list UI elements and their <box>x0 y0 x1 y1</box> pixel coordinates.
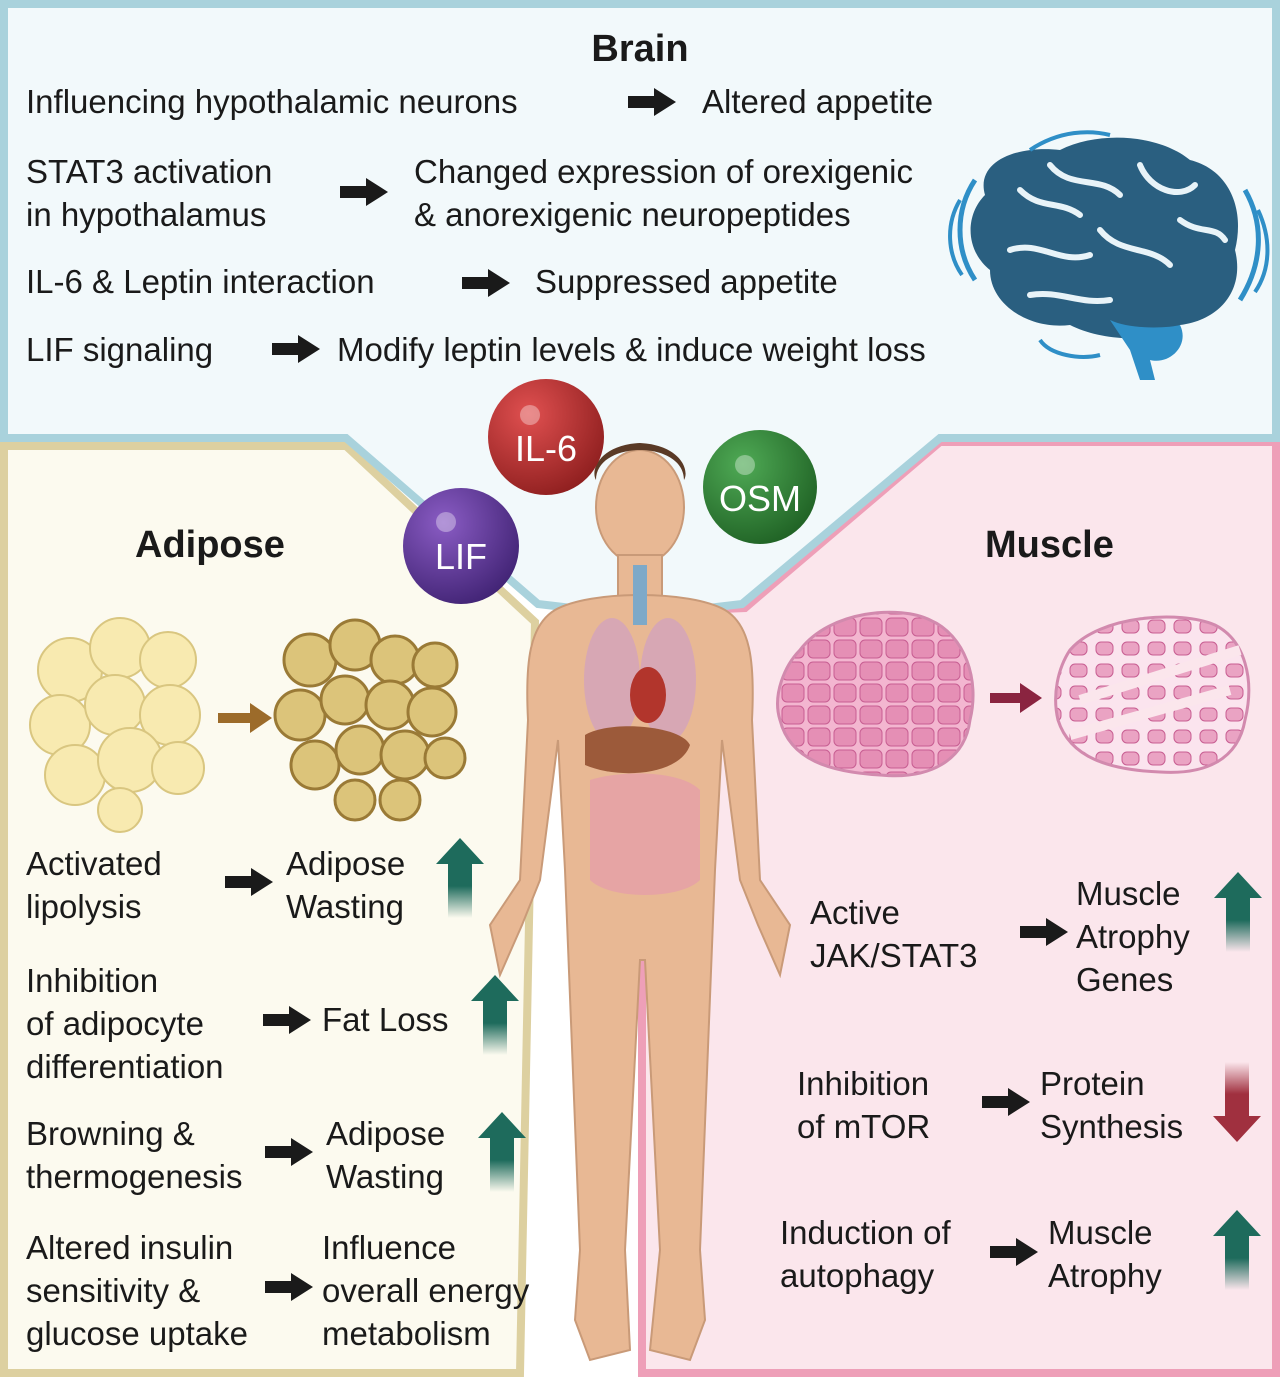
muscle-cause-3: Induction of autophagy <box>780 1214 951 1294</box>
adipose-cause-2: Inhibition of adipocyte differentiation <box>26 962 224 1085</box>
brain-cause-1: Influencing hypothalamic neurons <box>26 83 518 120</box>
adipose-cause-4: Altered insulin sensitivity & glucose up… <box>26 1229 248 1352</box>
adipose-arrow-1 <box>225 868 273 896</box>
lif-sphere <box>403 488 519 604</box>
brain-icon <box>948 130 1270 380</box>
osm-sphere <box>703 430 817 544</box>
muscle-arrow-3 <box>990 1238 1038 1266</box>
osm-label: OSM <box>718 478 801 519</box>
il6-sphere <box>488 379 604 495</box>
muscle-arrow-1 <box>1020 918 1068 946</box>
adipose-title: Adipose <box>135 524 285 566</box>
healthy-adipocytes <box>29 617 205 833</box>
muscle-title: Muscle <box>985 524 1114 566</box>
muscle-effect-3: Muscle Atrophy <box>1048 1214 1162 1294</box>
brain-arrow-2 <box>340 178 388 206</box>
healthy-muscle <box>776 610 975 778</box>
il6-label: IL-6 <box>514 428 578 469</box>
brain-effect-4: Modify leptin levels & induce weight los… <box>337 331 926 368</box>
adipose-arrow-4 <box>265 1273 313 1301</box>
muscle-effect-1: Muscle Atrophy Genes <box>1076 875 1190 998</box>
muscle-transition-arrow <box>990 683 1042 713</box>
adipose-arrow-2 <box>263 1006 311 1034</box>
muscle-up-arrow-1 <box>1214 872 1262 952</box>
brain-effect-1: Altered appetite <box>702 83 934 120</box>
adipose-transition-arrow <box>218 703 272 733</box>
adipose-effect-1: Adipose Wasting <box>286 845 406 925</box>
muscle-arrow-2 <box>982 1088 1030 1116</box>
brain-title: Brain <box>591 28 689 70</box>
brain-cause-2: STAT3 activation in hypothalamus <box>26 153 273 233</box>
brain-cause-4: LIF signaling <box>26 331 214 368</box>
muscle-effect-2: Protein Synthesis <box>1040 1065 1184 1145</box>
muscle-up-arrow-3 <box>1213 1210 1261 1290</box>
brain-arrow-1 <box>628 88 676 116</box>
atrophied-muscle <box>1054 615 1251 774</box>
adipose-effect-3: Adipose Wasting <box>326 1115 446 1195</box>
adipose-cause-3: Browning & thermogenesis <box>26 1115 243 1195</box>
adipose-up-arrow-2 <box>471 975 519 1055</box>
muscle-down-arrow <box>1213 1062 1261 1142</box>
muscle-cause-2: Inhibition of mTOR <box>797 1065 931 1145</box>
brain-arrow-4 <box>272 335 320 363</box>
adipose-effect-2: Fat Loss <box>322 1001 449 1038</box>
adipose-arrow-3 <box>265 1138 313 1166</box>
adipose-effect-4: Influence overall energy metabolism <box>322 1229 530 1352</box>
adipose-cause-1: Activated lipolysis <box>26 845 162 925</box>
brain-cause-3: IL-6 & Leptin interaction <box>26 263 375 300</box>
lif-label: LIF <box>434 536 487 577</box>
brain-arrow-3 <box>462 269 510 297</box>
brain-effect-2: Changed expression of orexigenic & anore… <box>414 153 913 233</box>
adipose-up-arrow-1 <box>436 838 484 918</box>
muscle-cause-1: Active JAK/STAT3 <box>810 894 978 974</box>
brain-effect-3: Suppressed appetite <box>535 263 838 300</box>
adipose-up-arrow-3 <box>478 1112 526 1192</box>
wasting-adipocytes <box>273 618 467 822</box>
